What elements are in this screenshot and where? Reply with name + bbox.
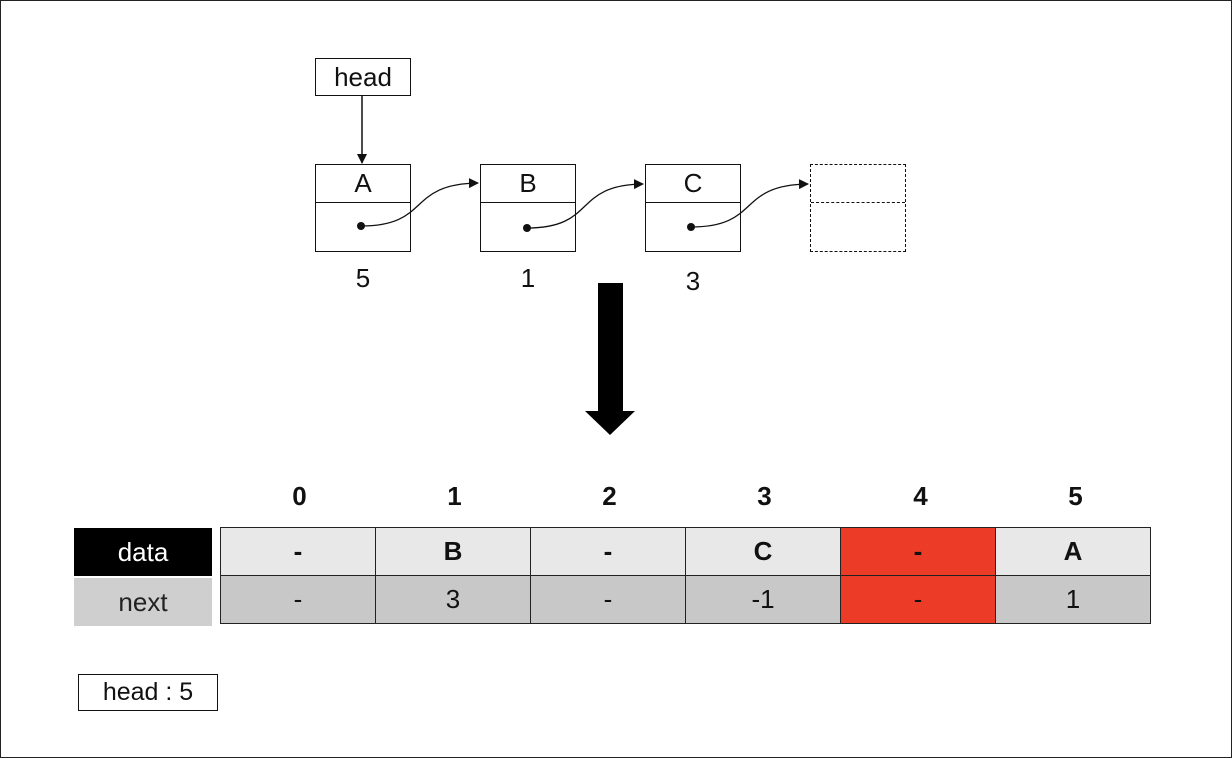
node-index-label: 1 bbox=[520, 263, 536, 293]
data-cell: - bbox=[220, 527, 376, 576]
next-cell: - bbox=[220, 575, 376, 624]
transform-arrow bbox=[585, 283, 635, 435]
array-index: 1 bbox=[447, 481, 462, 511]
array-table: - B - C - A - 3 - -1 - 1 bbox=[220, 527, 1151, 624]
next-cell: - bbox=[530, 575, 686, 624]
array-index: 2 bbox=[602, 481, 617, 511]
array-index: 4 bbox=[913, 481, 928, 511]
null-node-top bbox=[811, 165, 905, 203]
list-node-b: B bbox=[480, 164, 576, 252]
data-cell: C bbox=[685, 527, 841, 576]
next-row-label: next bbox=[74, 578, 212, 626]
array-index: 5 bbox=[1068, 481, 1083, 511]
head-value-box: head : 5 bbox=[78, 674, 218, 711]
data-cell: - bbox=[530, 527, 686, 576]
data-cell: A bbox=[995, 527, 1151, 576]
list-node-a: A bbox=[315, 164, 411, 252]
node-index-label: 5 bbox=[355, 263, 371, 293]
array-index: 3 bbox=[757, 481, 772, 511]
next-row: - 3 - -1 - 1 bbox=[220, 575, 1151, 624]
head-pointer-label: head bbox=[315, 58, 411, 96]
next-cell: 3 bbox=[375, 575, 531, 624]
array-index: 0 bbox=[292, 481, 307, 511]
next-cell-highlighted: - bbox=[840, 575, 996, 624]
data-row: - B - C - A bbox=[220, 527, 1151, 576]
list-node-c: C bbox=[645, 164, 741, 252]
node-data: A bbox=[316, 165, 410, 203]
data-cell: B bbox=[375, 527, 531, 576]
data-cell-highlighted: - bbox=[840, 527, 996, 576]
node-data: B bbox=[481, 165, 575, 203]
next-cell: -1 bbox=[685, 575, 841, 624]
node-index-label: 3 bbox=[685, 266, 701, 296]
next-cell: 1 bbox=[995, 575, 1151, 624]
list-node-null bbox=[810, 164, 906, 252]
data-row-label: data bbox=[74, 528, 212, 576]
node-data: C bbox=[646, 165, 740, 203]
